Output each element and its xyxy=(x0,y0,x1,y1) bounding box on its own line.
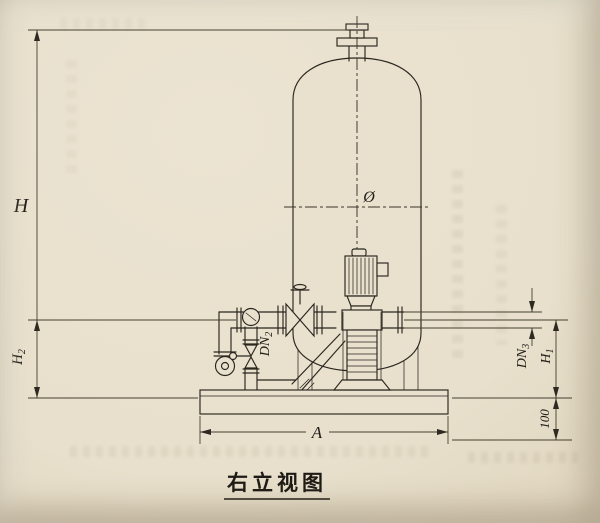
pipe-elbow xyxy=(213,311,237,377)
terminal-box xyxy=(376,262,389,277)
pump-unit xyxy=(332,248,392,391)
label-base-width: A xyxy=(311,423,323,442)
riser-pipe xyxy=(228,326,260,393)
label-foundation-height: 100 xyxy=(537,409,552,429)
label-dn2: DN2 xyxy=(258,332,275,357)
label-h2: H2 xyxy=(10,349,28,366)
view-caption: 右立视图 xyxy=(224,471,330,500)
dimension-h-chain: H H2 xyxy=(10,29,348,399)
dimension-a: A xyxy=(199,416,449,444)
label-h1: H1 xyxy=(539,348,556,364)
pump-foot xyxy=(332,379,392,391)
label-tank-diameter: Ø xyxy=(362,189,376,206)
gate-valve xyxy=(285,283,315,338)
base-frame xyxy=(199,389,449,415)
label-dn3: DN3 xyxy=(515,344,532,369)
discharge-stub xyxy=(381,306,405,334)
dimension-right-chain: DN3 H1 100 xyxy=(404,288,572,441)
pump-head xyxy=(341,309,383,331)
label-h: H xyxy=(13,195,30,217)
check-valve xyxy=(241,307,261,327)
caption-text: 右立视图 xyxy=(227,471,327,495)
pump-column xyxy=(342,311,382,381)
piping xyxy=(213,283,405,393)
motor xyxy=(344,248,389,297)
